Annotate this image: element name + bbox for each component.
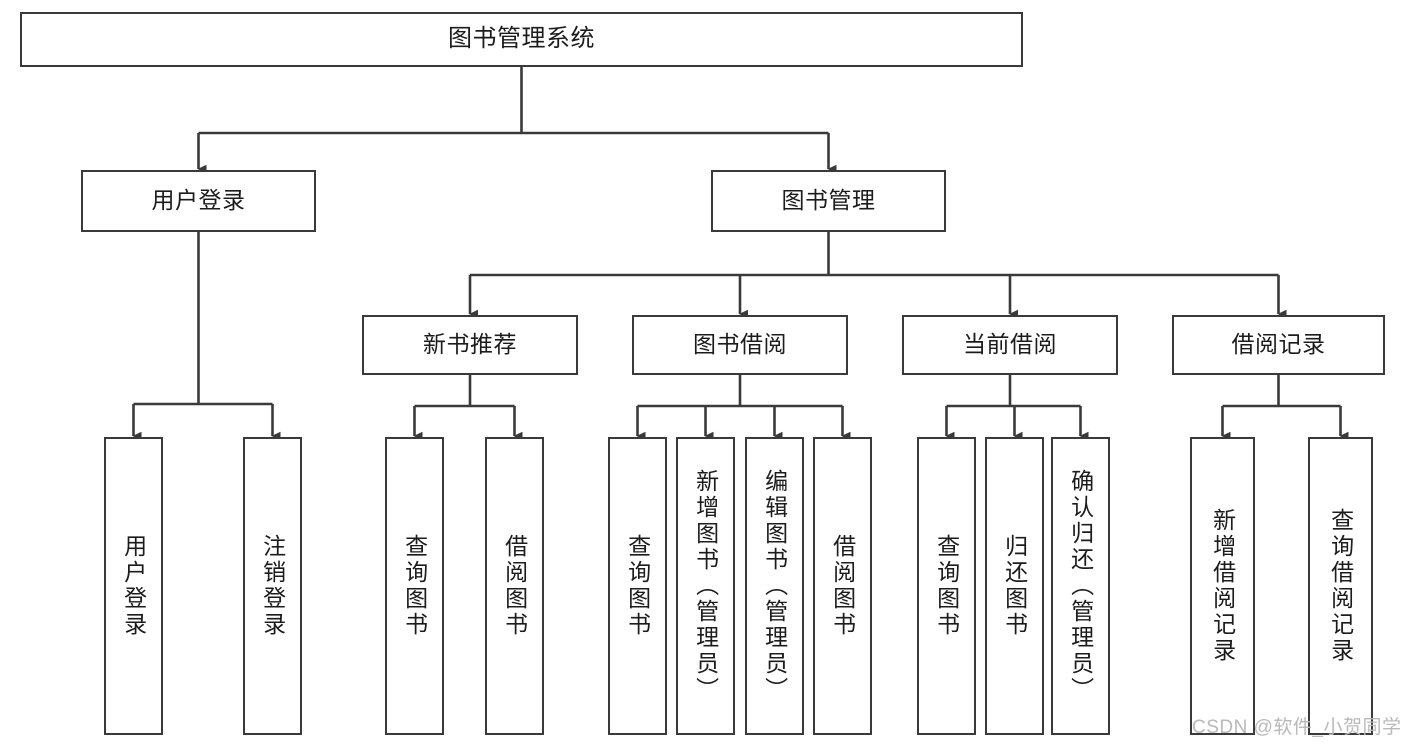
node-borrow[interactable]: 图书借阅: [632, 315, 848, 375]
node-label-borrow: 图书借阅: [693, 331, 787, 358]
node-label-leaf-q2: 查询图书: [624, 534, 651, 638]
node-leaf-q2[interactable]: 查询图书: [608, 437, 667, 735]
node-leaf-q1[interactable]: 查询图书: [385, 437, 444, 735]
node-label-root: 图书管理系统: [448, 25, 595, 53]
node-label-newbook: 新书推荐: [423, 331, 517, 358]
csdn-watermark: CSDN @软件_小贺同学: [1192, 717, 1402, 738]
node-leaf-b2[interactable]: 借阅图书: [813, 437, 872, 735]
node-label-leaf-logout: 注销登录: [259, 534, 286, 638]
node-label-leaf-add: 新增图书（管理员）: [692, 469, 719, 703]
node-label-leaf-conf: 确认归还（管理员）: [1067, 469, 1094, 703]
node-leaf-logout[interactable]: 注销登录: [243, 437, 302, 735]
node-label-login: 用户登录: [151, 187, 246, 214]
node-records[interactable]: 借阅记录: [1172, 315, 1385, 375]
node-leaf-conf[interactable]: 确认归还（管理员）: [1051, 437, 1110, 735]
node-bookmgmt[interactable]: 图书管理: [711, 170, 946, 232]
node-login[interactable]: 用户登录: [81, 170, 316, 232]
node-label-leaf-b2: 借阅图书: [829, 534, 856, 638]
node-label-leaf-q3: 查询图书: [933, 534, 960, 638]
node-root[interactable]: 图书管理系统: [20, 12, 1023, 67]
node-leaf-ret[interactable]: 归还图书: [985, 437, 1044, 735]
node-label-records: 借阅记录: [1231, 331, 1326, 358]
node-label-leaf-qrec: 查询借阅记录: [1327, 508, 1354, 664]
node-leaf-b1[interactable]: 借阅图书: [485, 437, 544, 735]
node-leaf-addrec[interactable]: 新增借阅记录: [1190, 437, 1255, 735]
node-label-leaf-q1: 查询图书: [401, 534, 428, 638]
node-leaf-edit[interactable]: 编辑图书（管理员）: [745, 437, 804, 735]
node-label-leaf-edit: 编辑图书（管理员）: [761, 469, 788, 703]
node-label-leaf-b1: 借阅图书: [501, 534, 528, 638]
node-label-bookmgmt: 图书管理: [781, 187, 876, 214]
node-leaf-qrec[interactable]: 查询借阅记录: [1308, 437, 1373, 735]
node-leaf-add[interactable]: 新增图书（管理员）: [676, 437, 735, 735]
node-leaf-q3[interactable]: 查询图书: [917, 437, 976, 735]
node-label-leaf-addrec: 新增借阅记录: [1209, 508, 1236, 664]
node-leaf-login[interactable]: 用户登录: [104, 437, 163, 735]
node-newbook[interactable]: 新书推荐: [362, 315, 578, 375]
node-label-leaf-login: 用户登录: [120, 534, 147, 638]
node-current[interactable]: 当前借阅: [902, 315, 1118, 375]
node-label-leaf-ret: 归还图书: [1001, 534, 1028, 638]
node-label-current: 当前借阅: [963, 331, 1057, 358]
